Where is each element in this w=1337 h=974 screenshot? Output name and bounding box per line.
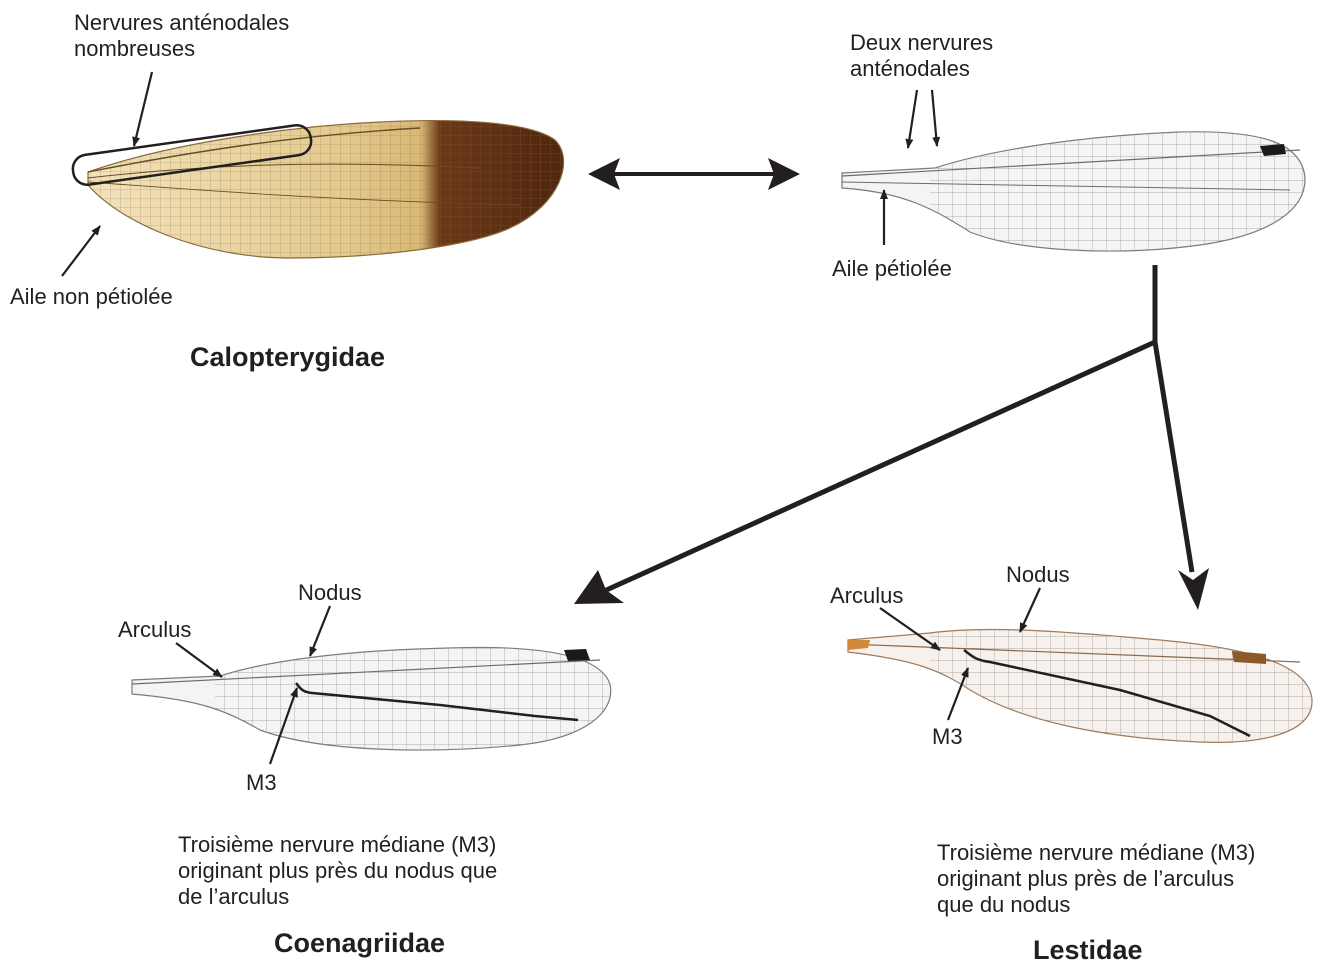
- description-coen-line1: Troisième nervure médiane (M3): [178, 832, 497, 858]
- antenodal-arrow-calo: [134, 72, 152, 146]
- wing-base-arrow-calo: [62, 226, 100, 276]
- description-lest-line1: Troisième nervure médiane (M3): [937, 840, 1255, 866]
- antenodal-arrow-2: [932, 90, 937, 146]
- nodus-label-lest: Nodus: [1006, 562, 1070, 588]
- coenagriidae-title: Coenagriidae: [274, 928, 445, 959]
- nodus-arrow-coen: [310, 606, 330, 656]
- calopterygidae-wing: [80, 110, 570, 265]
- lestidae-title: Lestidae: [1033, 935, 1143, 966]
- antenodal-arrow-1: [908, 90, 917, 148]
- description-coen: Troisième nervure médiane (M3) originant…: [178, 832, 497, 910]
- antenodal-label-petiolate-line1: Deux nervures: [850, 30, 993, 56]
- m3-label-coen: M3: [246, 770, 277, 796]
- calopterygidae-title: Calopterygidae: [190, 342, 385, 373]
- antenodal-label-petiolate-line2: anténodales: [850, 56, 993, 82]
- branch-arrows: [574, 265, 1209, 610]
- coenagriidae-wing: [132, 640, 615, 760]
- nodus-arrow-lest: [1020, 588, 1040, 632]
- antenodal-label-calo-line2: nombreuses: [74, 36, 289, 62]
- antenodal-label-petiolate: Deux nervures anténodales: [850, 30, 993, 82]
- comparison-double-arrow: [588, 158, 800, 190]
- antenodal-label-calo-line1: Nervures anténodales: [74, 10, 289, 36]
- arculus-arrow-coen: [176, 643, 222, 677]
- description-lest: Troisième nervure médiane (M3) originant…: [937, 840, 1255, 918]
- description-lest-line2: originant plus près de l’arculus: [937, 866, 1255, 892]
- lestidae-wing: [848, 620, 1320, 750]
- arculus-label-coen: Arculus: [118, 617, 191, 643]
- description-coen-line3: de l’arculus: [178, 884, 497, 910]
- arculus-label-lest: Arculus: [830, 583, 903, 609]
- wing-base-label-calo: Aile non pétiolée: [10, 284, 173, 310]
- description-coen-line2: originant plus près du nodus que: [178, 858, 497, 884]
- nodus-label-coen: Nodus: [298, 580, 362, 606]
- m3-label-lest: M3: [932, 724, 963, 750]
- antenodal-label-calo: Nervures anténodales nombreuses: [74, 10, 289, 62]
- wing-base-label-petiolate: Aile pétiolée: [832, 256, 952, 282]
- description-lest-line3: que du nodus: [937, 892, 1255, 918]
- petiolate-wing: [842, 125, 1310, 260]
